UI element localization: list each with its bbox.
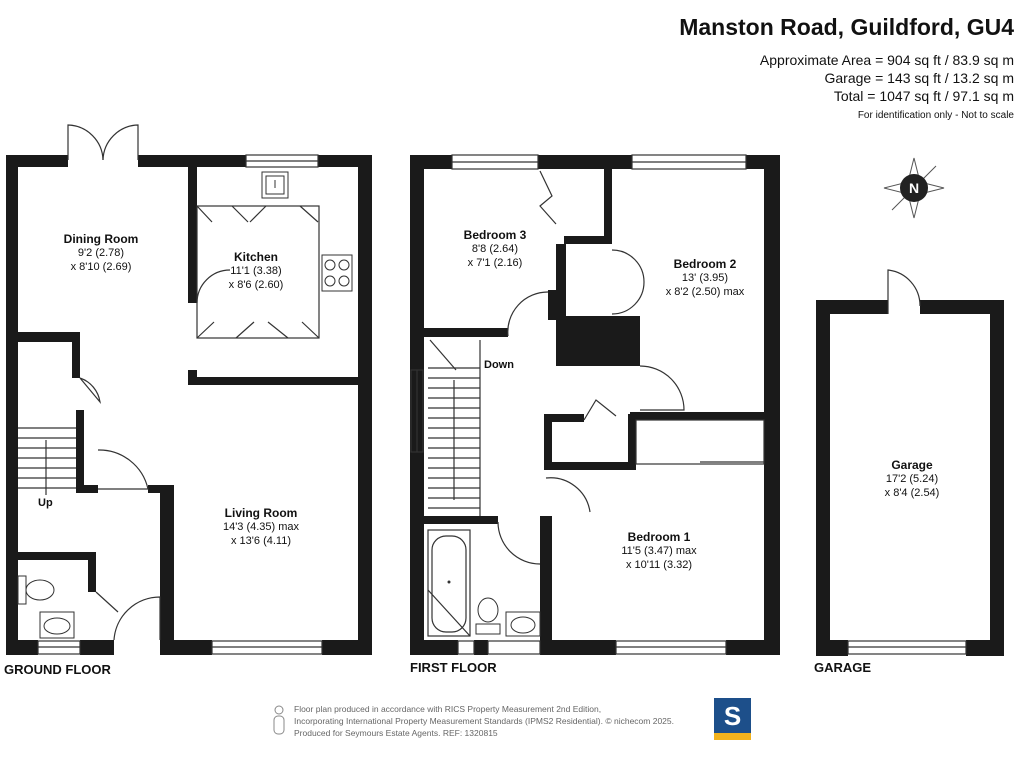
- room-name: Bedroom 2: [673, 257, 737, 271]
- room-name: Living Room: [224, 506, 298, 520]
- total-area: Total = 1047 sq ft / 97.1 sq m: [833, 88, 1014, 104]
- approx-area: Approximate Area = 904 sq ft / 83.9 sq m: [759, 52, 1014, 68]
- agent-logo: S: [714, 698, 751, 740]
- person-icon: [273, 705, 285, 735]
- logo-bar: [714, 733, 751, 740]
- garage-area: Garage = 143 sq ft / 13.2 sq m: [824, 70, 1015, 86]
- room-garage: Garage 17'2 (5.24) x 8'4 (2.54): [852, 458, 972, 500]
- room-dim: 11'5 (3.47) max: [621, 545, 697, 557]
- room-name: Bedroom 1: [627, 530, 691, 544]
- room-bedroom2: Bedroom 2 13' (3.95) x 8'2 (2.50) max: [640, 257, 770, 299]
- sink-icon: [261, 171, 289, 199]
- room-dim: 14'3 (4.35) max: [222, 521, 300, 533]
- room-dim: x 8'10 (2.69): [70, 261, 132, 273]
- room-dim: x 7'1 (2.16): [467, 257, 523, 269]
- room-kitchen: Kitchen 11'1 (3.38) x 8'6 (2.60): [206, 250, 306, 292]
- room-dim: 17'2 (5.24): [885, 473, 939, 485]
- room-dim: x 8'2 (2.50) max: [665, 286, 745, 298]
- walls: [6, 155, 1004, 656]
- stairs-down-label: Down: [484, 359, 514, 371]
- basin-icon: [39, 611, 75, 639]
- compass-label: N: [909, 180, 919, 196]
- footer-line: Incorporating International Property Mea…: [294, 716, 674, 726]
- room-dim: 11'1 (3.38): [230, 265, 282, 277]
- hob-icon: [321, 254, 353, 292]
- fixtures-lines: [18, 124, 967, 655]
- room-living: Living Room 14'3 (4.35) max x 13'6 (4.11…: [196, 506, 326, 548]
- toilet-icon: [17, 575, 55, 605]
- room-name: Garage: [891, 458, 933, 472]
- room-dim: x 13'6 (4.11): [231, 535, 291, 547]
- room-dim: x 8'6 (2.60): [228, 279, 284, 291]
- room-bedroom1: Bedroom 1 11'5 (3.47) max x 10'11 (3.32): [594, 530, 724, 572]
- room-dim: 13' (3.95): [681, 272, 729, 284]
- stairs-up-label: Up: [38, 497, 53, 509]
- footer-line: Produced for Seymours Estate Agents. REF…: [294, 728, 498, 738]
- room-dim: x 8'4 (2.54): [884, 487, 940, 499]
- room-dining: Dining Room 9'2 (2.78) x 8'10 (2.69): [36, 232, 166, 274]
- compass-icon: N: [883, 157, 945, 219]
- bath-icon: [447, 580, 451, 584]
- room-bedroom3: Bedroom 3 8'8 (2.64) x 7'1 (2.16): [440, 228, 550, 270]
- room-name: Dining Room: [63, 232, 139, 246]
- room-dim: 8'8 (2.64): [471, 243, 519, 255]
- footer-text: Floor plan produced in accordance with R…: [294, 703, 674, 739]
- room-dim: x 10'11 (3.32): [625, 559, 693, 571]
- footer-line: Floor plan produced in accordance with R…: [294, 704, 602, 714]
- toilet-icon: [475, 597, 501, 635]
- ground-floor-label: GROUND FLOOR: [4, 662, 111, 677]
- logo-letter: S: [723, 701, 742, 731]
- garage-floor-label: GARAGE: [814, 660, 872, 675]
- room-name: Kitchen: [233, 250, 278, 264]
- disclaimer-note: For identification only - Not to scale: [857, 110, 1014, 121]
- basin-icon: [505, 611, 541, 637]
- first-floor-label: FIRST FLOOR: [410, 660, 497, 675]
- room-name: Bedroom 3: [463, 228, 527, 242]
- page-title: Manston Road, Guildford, GU4: [679, 14, 1014, 40]
- room-dim: 9'2 (2.78): [77, 247, 125, 259]
